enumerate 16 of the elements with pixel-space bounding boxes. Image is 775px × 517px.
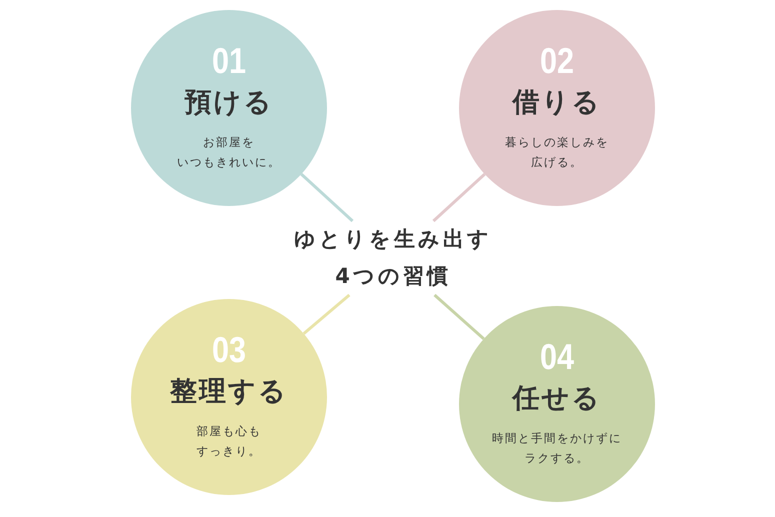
step-description: お部屋をいつもきれいに。: [176, 134, 282, 172]
step-title: 預ける: [184, 87, 274, 120]
connector-line: [432, 173, 486, 222]
step-title: 整理する: [170, 376, 288, 408]
connector-line: [300, 173, 354, 222]
step-number: 01: [212, 43, 246, 80]
step-description: 部屋も心もすっきり。: [196, 422, 262, 460]
step-title: 借りる: [512, 87, 602, 120]
connector-line: [302, 294, 350, 335]
step-title: 任せる: [512, 383, 602, 416]
step-number: 04: [540, 339, 574, 376]
center-title: ゆとりを生み出す4つの習慣: [293, 226, 493, 290]
step-description: 暮らしの楽しみを広げる。: [504, 134, 610, 172]
connector-line: [434, 294, 485, 340]
step-description: 時間と手間をかけずにラクする。: [491, 430, 623, 468]
step-number: 03: [212, 332, 246, 368]
